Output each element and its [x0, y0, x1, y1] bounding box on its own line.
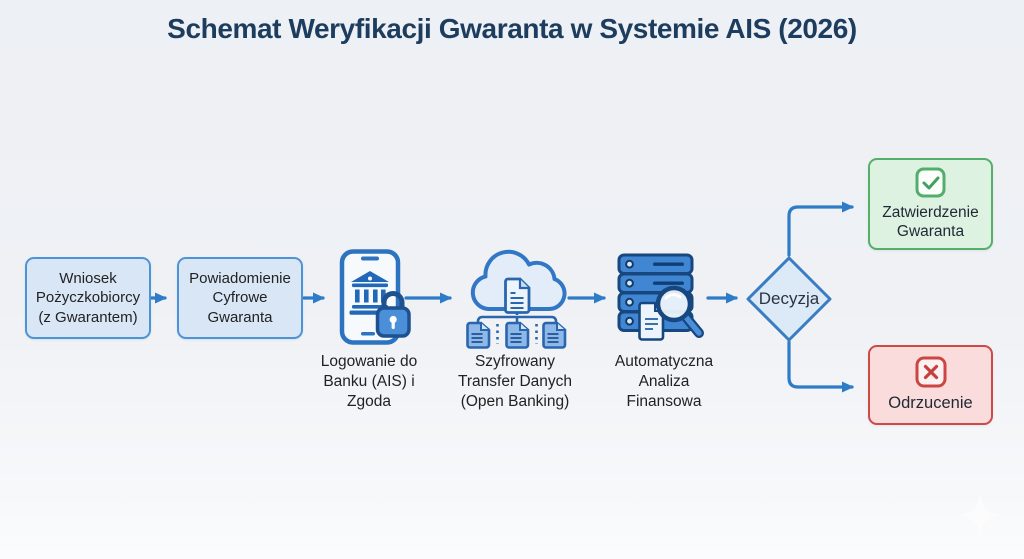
smartphone-bank-lock-icon — [339, 249, 411, 345]
arrow-decyzja-odrzucenie — [787, 340, 854, 393]
cloud-documents-icon — [466, 249, 567, 349]
padlock-glyph — [375, 291, 411, 338]
server-magnifier-icon — [617, 253, 704, 341]
sparkle-icon — [959, 494, 1001, 536]
node-wniosek: Wniosek Pożyczkobiorcy (z Gwarantem) — [25, 257, 151, 339]
page-title: Schemat Weryfikacji Gwaranta w Systemie … — [167, 13, 857, 44]
label-zatwierdzenie: Zatwierdzenie Gwaranta — [882, 203, 979, 240]
cloud-main-document — [504, 277, 531, 314]
node-odrzucenie: Odrzucenie — [868, 345, 993, 425]
checkmark-icon — [915, 167, 946, 198]
node-powiadomienie: Powiadomienie Cyfrowe Gwaranta — [177, 257, 303, 339]
decision-diamond-shape — [746, 256, 832, 342]
node-zatwierdzenie: Zatwierdzenie Gwaranta — [868, 158, 993, 250]
label-analiza: Automatyczna Analiza Finansowa — [614, 353, 714, 411]
label-logowanie: Logowanie do Banku (AIS) i Zgoda — [320, 353, 418, 411]
decision-label: Decyzja — [758, 289, 820, 308]
arrow-decyzja-zatwierdzenie — [787, 201, 854, 257]
x-icon — [915, 356, 946, 388]
magnifier-glyph — [655, 285, 704, 338]
node-decyzja: Decyzja — [746, 256, 832, 342]
label-odrzucenie: Odrzucenie — [888, 394, 973, 413]
label-transfer: Szyfrowany Transfer Danych (Open Banking… — [458, 353, 572, 411]
receiving-documents — [466, 321, 567, 349]
